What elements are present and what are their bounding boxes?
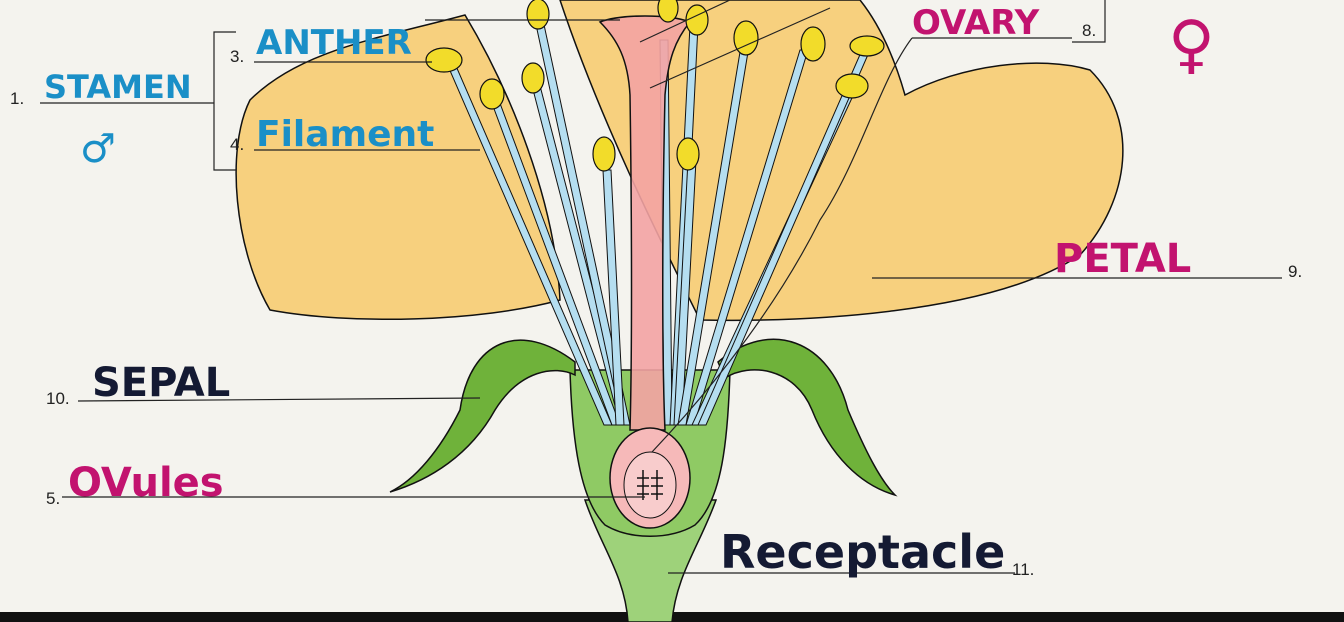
anther	[658, 0, 678, 22]
anther	[593, 137, 615, 171]
anther	[527, 0, 549, 29]
ovary-chamber	[624, 452, 676, 518]
stamen-number: 1.	[10, 89, 24, 108]
receptacle-number: 11.	[1012, 560, 1034, 579]
anther	[686, 5, 708, 35]
female-symbol: ♀	[1168, 8, 1215, 82]
right-sepal	[718, 339, 895, 495]
anther	[850, 36, 884, 56]
left-sepal	[390, 340, 575, 492]
ovules-number: 5.	[46, 489, 60, 508]
stamen-label: STAMEN	[44, 68, 192, 106]
ovary-label: OVARY	[912, 3, 1040, 43]
anther	[836, 74, 868, 98]
filament-number: 4.	[230, 135, 244, 154]
filament-label: Filament	[256, 114, 434, 155]
anther	[801, 27, 825, 61]
male-symbol: ♂	[80, 126, 116, 172]
anther	[522, 63, 544, 93]
sepal-label: SEPAL	[92, 360, 230, 406]
anther	[480, 79, 504, 109]
petal-label: PETAL	[1054, 236, 1191, 282]
anther	[677, 138, 699, 170]
receptacle-label: Receptacle	[720, 525, 1005, 579]
petal-number: 9.	[1288, 262, 1302, 281]
ovules-label: OVules	[68, 460, 224, 506]
ovary-number: 8.	[1082, 21, 1096, 40]
anther	[426, 48, 462, 72]
anther-label: ANTHER	[256, 23, 412, 63]
sepal-number: 10.	[46, 389, 70, 408]
anther-number: 3.	[230, 47, 244, 66]
anther	[734, 21, 758, 55]
